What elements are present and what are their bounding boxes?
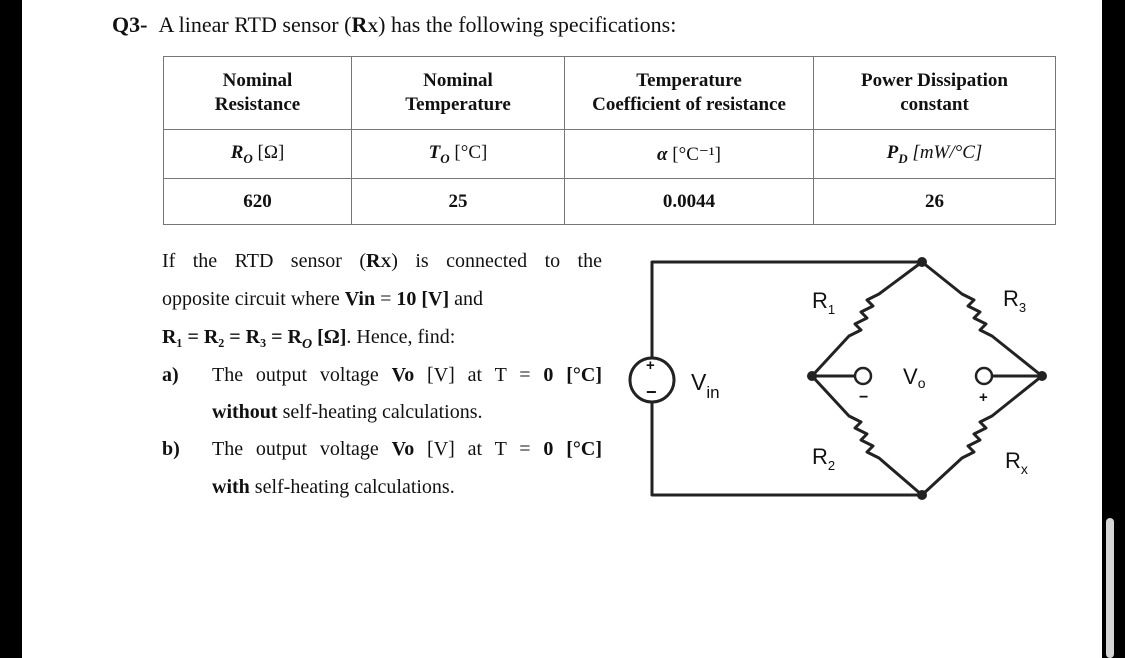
node-left: [807, 371, 817, 381]
symbol-ro: RO [Ω]: [163, 129, 352, 179]
part-a-line-2: without self-heating calculations.: [212, 401, 483, 423]
node-bottom: [917, 490, 927, 500]
value-to: 25: [351, 178, 565, 225]
value-ro: 620: [163, 178, 352, 225]
node-top: [917, 257, 927, 267]
intro-text-end: ) has the following specifications:: [378, 12, 677, 37]
question-title: Q3- A linear RTD sensor (RX) has the fol…: [112, 12, 676, 38]
rx-label: Rx: [1005, 448, 1028, 477]
source-plus-sign: +: [646, 357, 655, 374]
problem-line-2: opposite circuit where Vin = 10 [V] and: [162, 288, 484, 310]
r3-label: R3: [1003, 286, 1026, 315]
vo-label: Vo: [903, 364, 926, 391]
resistor-r2: [810, 374, 924, 497]
rx-symbol: R: [351, 12, 368, 37]
symbol-alpha: α [°C⁻¹]: [564, 129, 814, 179]
value-alpha: 0.0044: [564, 178, 814, 225]
value-pd: 26: [813, 178, 1056, 225]
document-page: Q3- A linear RTD sensor (RX) has the fol…: [22, 0, 1102, 658]
source-minus-sign: −: [646, 382, 657, 402]
part-b-label: b): [162, 438, 180, 460]
wire-bottom: [650, 398, 924, 497]
part-b-text: The output voltage Vo [V] at T = 0 [°C]: [212, 438, 603, 460]
symbol-to: TO [°C]: [351, 129, 565, 179]
problem-line-3: R₁ = R₂ = R₃ = RO [Ω]. Hence, find:: [162, 326, 456, 352]
resistor-r1: [810, 260, 924, 378]
rx-subscript: X: [367, 20, 379, 36]
table-symbol-row: RO [Ω] TO [°C] α [°C⁻¹] PD [mW/°C]: [163, 129, 1056, 179]
node-right: [1037, 371, 1047, 381]
resistor-r3: [920, 260, 1044, 378]
r2-label: R2: [812, 444, 835, 473]
vo-terminal-minus: [853, 366, 873, 386]
vo-minus-sign: −: [859, 389, 868, 406]
bridge-circuit-diagram: + − Vin R1 R3 R2 Rx Vo − +: [628, 257, 1047, 500]
table-value-row: 620 25 0.0044 26: [163, 178, 1056, 225]
symbol-pd: PD [mW/°C]: [813, 129, 1056, 179]
vo-terminal-plus: [974, 366, 994, 386]
wire-top: [650, 260, 924, 362]
vin-label: Vin: [691, 369, 720, 402]
vo-plus-sign: +: [979, 389, 988, 406]
r1-label: R1: [812, 288, 835, 317]
problem-line-1: If the RTD sensor (RX) is connected to t…: [162, 250, 602, 272]
part-a-text: The output voltage Vo [V] at T = 0 [°C]: [212, 364, 603, 386]
resistor-rx: [920, 374, 1044, 497]
part-a-label: a): [162, 364, 179, 386]
question-number: Q3-: [112, 12, 148, 37]
part-b-line-2: with self-heating calculations.: [212, 476, 455, 498]
intro-text: A linear RTD sensor (: [158, 12, 352, 37]
voltage-source: [628, 356, 676, 404]
scrollbar-thumb[interactable]: [1106, 518, 1114, 658]
